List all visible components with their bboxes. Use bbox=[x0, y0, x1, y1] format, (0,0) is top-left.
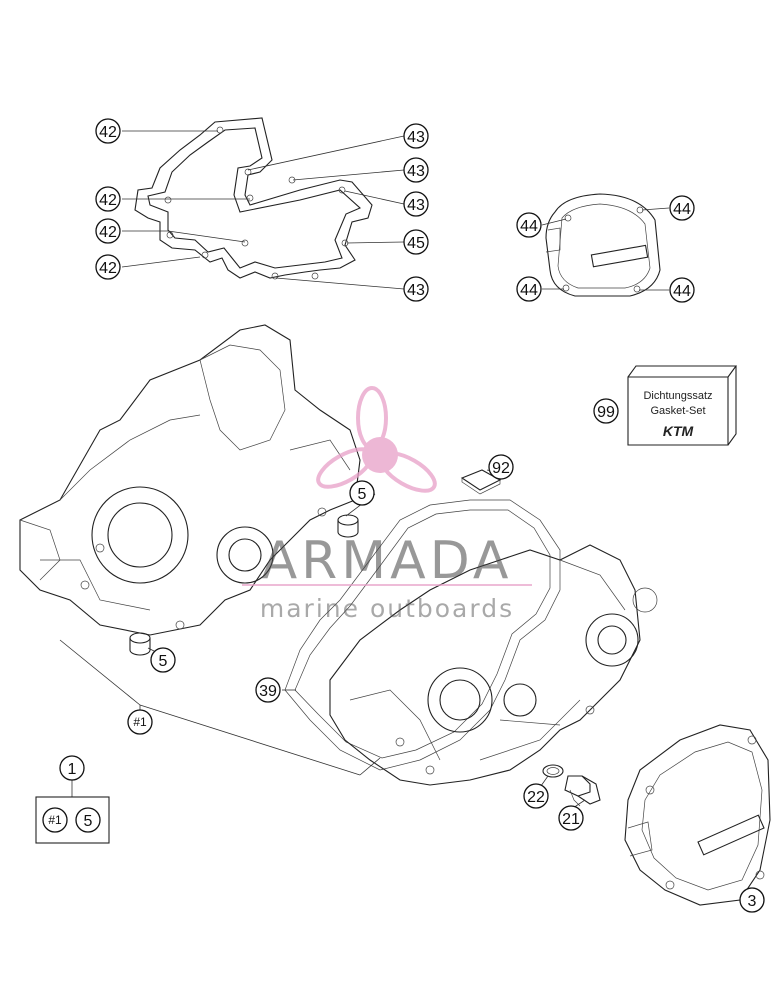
callout-label: 5 bbox=[358, 486, 367, 503]
dowel-sleeve-upper bbox=[337, 514, 359, 538]
ignition-cover-leaders bbox=[541, 207, 670, 291]
callout-label: 44 bbox=[673, 283, 691, 300]
gasket-set-label-en: Gasket-Set bbox=[650, 405, 705, 417]
cylinder-gasket bbox=[134, 117, 373, 280]
gasket-leaders bbox=[121, 130, 405, 290]
callout-label: 5 bbox=[84, 813, 93, 830]
callout-label: 44 bbox=[520, 282, 538, 299]
callout-45[interactable]: 45 bbox=[403, 229, 429, 255]
gasket-set-box bbox=[627, 365, 738, 446]
callout-39[interactable]: 39 bbox=[255, 677, 281, 703]
callout-label: 44 bbox=[673, 201, 691, 218]
callout-43[interactable]: 43 bbox=[403, 191, 429, 217]
ignition-cover-small bbox=[545, 193, 661, 297]
clutch-cover bbox=[624, 724, 771, 906]
callout-label: 43 bbox=[407, 282, 425, 299]
callout-99[interactable]: 99 bbox=[593, 398, 619, 424]
watermark-tagline: marine outboards bbox=[260, 594, 514, 623]
callout-kit-crankcase[interactable]: #1 bbox=[42, 807, 68, 833]
kit-legend bbox=[35, 780, 110, 844]
callout-92[interactable]: 92 bbox=[488, 454, 514, 480]
callout-21[interactable]: 21 bbox=[558, 805, 584, 831]
callout-5[interactable]: 5 bbox=[349, 480, 375, 506]
dowel-sleeve-lower bbox=[129, 632, 151, 656]
crankcase-group-bracket bbox=[59, 639, 381, 776]
callout-42[interactable]: 42 bbox=[95, 118, 121, 144]
callout-label: 43 bbox=[407, 129, 425, 146]
watermark-propeller-hub bbox=[362, 437, 398, 473]
callout-1[interactable]: 1 bbox=[59, 755, 85, 781]
callout-label: 45 bbox=[407, 235, 425, 252]
callout-42[interactable]: 42 bbox=[95, 218, 121, 244]
callout-22[interactable]: 22 bbox=[523, 783, 549, 809]
callout-label: #1 bbox=[48, 813, 62, 827]
callout-kit-sleeve[interactable]: 5 bbox=[75, 807, 101, 833]
callout-label: 99 bbox=[597, 404, 615, 421]
gasket-set-label-de: Dichtungssatz bbox=[643, 390, 712, 402]
drain-plug-21 bbox=[564, 775, 601, 807]
sealing-ring-22 bbox=[542, 764, 564, 778]
callout-43[interactable]: 43 bbox=[403, 123, 429, 149]
callout-44[interactable]: 44 bbox=[516, 276, 542, 302]
gasket-set-brand-logo: KTM bbox=[663, 423, 694, 439]
callout-crankcase-group[interactable]: #1 bbox=[127, 709, 153, 735]
callout-43[interactable]: 43 bbox=[403, 276, 429, 302]
small-gasket-92 bbox=[460, 469, 502, 495]
callout-label: 44 bbox=[520, 218, 538, 235]
callout-43[interactable]: 43 bbox=[403, 157, 429, 183]
callouts: 42 42 42 42 43 43 43 45 43 44 44 44 44 9… bbox=[42, 118, 765, 913]
callout-42[interactable]: 42 bbox=[95, 254, 121, 280]
callout-42[interactable]: 42 bbox=[95, 186, 121, 212]
callout-44[interactable]: 44 bbox=[669, 277, 695, 303]
callout-label: 21 bbox=[562, 811, 580, 828]
callout-label: 22 bbox=[527, 789, 545, 806]
callout-label: 42 bbox=[99, 260, 117, 277]
callout-label: 92 bbox=[492, 460, 510, 477]
watermark-name: ARMADA bbox=[262, 531, 513, 591]
callout-label: 42 bbox=[99, 224, 117, 241]
callout-label: 1 bbox=[68, 761, 77, 778]
callout-3[interactable]: 3 bbox=[739, 887, 765, 913]
callout-label: 43 bbox=[407, 163, 425, 180]
callout-44[interactable]: 44 bbox=[669, 195, 695, 221]
callout-label: 3 bbox=[748, 893, 757, 910]
callout-5[interactable]: 5 bbox=[150, 647, 176, 673]
callout-label: 39 bbox=[259, 683, 277, 700]
callout-label: #1 bbox=[133, 715, 147, 729]
callout-label: 42 bbox=[99, 124, 117, 141]
crankcase-right-half bbox=[329, 544, 658, 786]
callout-label: 42 bbox=[99, 192, 117, 209]
callout-label: 5 bbox=[159, 653, 168, 670]
callout-44[interactable]: 44 bbox=[516, 212, 542, 238]
watermark-logo bbox=[316, 386, 437, 493]
callout-label: 43 bbox=[407, 197, 425, 214]
